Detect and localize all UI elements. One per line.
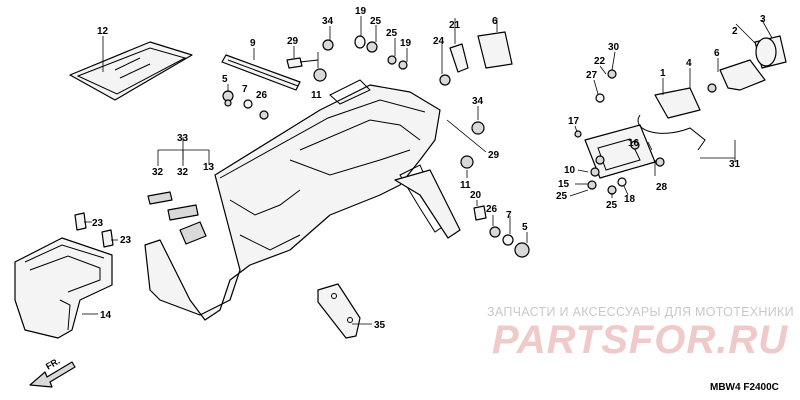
callout-25: 25 [370,16,382,27]
callout-12: 12 [97,26,109,37]
part-35-bracket [317,283,361,339]
part-14-flap [14,237,113,339]
part-12-sheet [69,41,193,101]
callout-17: 17 [568,116,580,127]
callout-27: 27 [586,70,598,81]
part-13-rear-fender [144,79,461,321]
callout-2: 2 [732,26,738,37]
leader-lines [82,16,773,325]
callout-31: 31 [729,159,741,170]
callout-24: 24 [433,36,445,47]
callout-26: 26 [486,204,498,215]
callout-14: 14 [100,310,112,321]
callout-23: 23 [92,218,104,229]
callout-7: 7 [242,84,248,95]
callout-33: 33 [177,133,189,144]
watermark-caption: ЗАПЧАСТИ И АКСЕССУАРЫ ДЛЯ МОТОТЕХНИКИ [487,305,794,319]
callout-35: 35 [374,320,386,331]
callout-25: 25 [556,191,568,202]
callout-10: 10 [564,165,576,176]
callout-29: 29 [287,36,299,47]
callout-34: 34 [472,96,484,107]
callout-32: 32 [177,167,189,178]
callout-6: 6 [492,16,498,27]
callout-18: 18 [624,194,636,205]
callout-34: 34 [322,16,334,27]
callout-20: 20 [470,190,482,201]
callout-1: 1 [660,68,666,79]
part-32-rubbers [147,191,199,221]
fasteners [74,31,530,258]
callouts: 12 9 29 5 7 26 34 19 25 25 19 11 21 6 24… [92,6,766,331]
callout-19: 19 [400,38,412,49]
callout-3: 3 [760,14,766,25]
callout-23: 23 [120,235,132,246]
callout-6: 6 [714,48,720,59]
callout-5: 5 [222,74,228,85]
callout-5: 5 [522,222,528,233]
license-light-assembly [574,35,787,195]
front-arrow [29,361,76,388]
callout-11: 11 [460,180,471,191]
callout-19: 19 [355,6,367,17]
callout-32: 32 [152,167,164,178]
callout-21: 21 [449,20,461,31]
callout-4: 4 [686,58,692,69]
callout-25: 25 [606,200,618,211]
diagram-code: MBW4 F2400C [710,382,779,393]
callout-29: 29 [488,150,500,161]
callout-25: 25 [386,28,398,39]
callout-11: 11 [311,90,322,101]
callout-16: 16 [628,138,640,149]
callout-7: 7 [506,210,512,221]
callout-9: 9 [250,38,256,49]
watermark-logo: PARTSFOR.RU [492,318,789,362]
callout-15: 15 [558,179,570,190]
part-9-strap [221,54,301,91]
callout-22: 22 [594,56,606,67]
callout-30: 30 [608,42,620,53]
callout-13: 13 [203,162,215,173]
callout-26: 26 [256,90,268,101]
callout-28: 28 [656,182,668,193]
